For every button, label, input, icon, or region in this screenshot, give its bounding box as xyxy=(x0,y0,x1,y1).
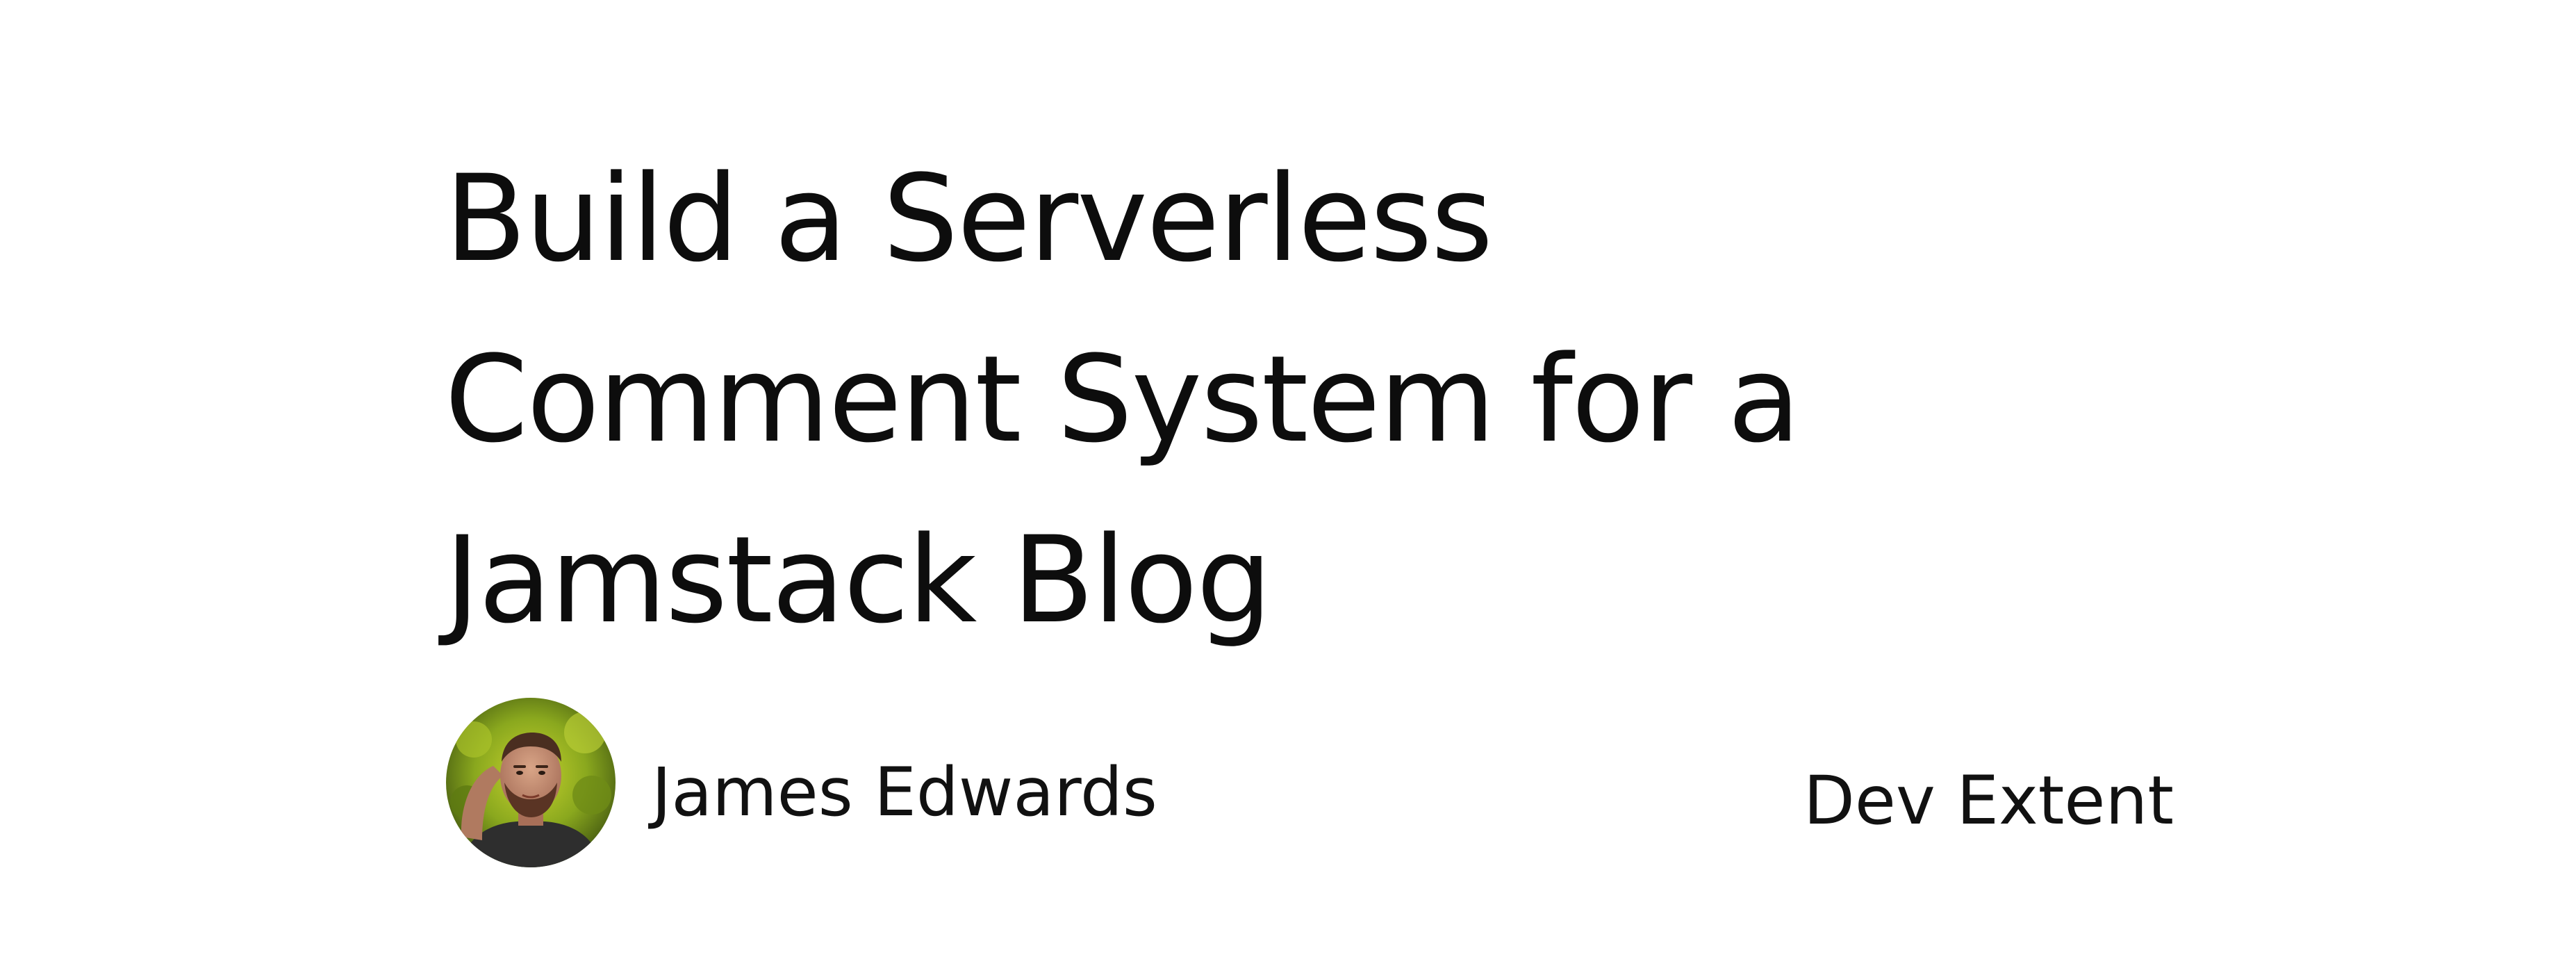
author-avatar-photo-icon xyxy=(446,698,616,867)
author-name: James Edwards xyxy=(652,753,1157,831)
article-title: Build a Serverless Comment System for a … xyxy=(445,149,1801,650)
site-name: Dev Extent xyxy=(1803,762,2174,840)
author-avatar xyxy=(446,698,616,867)
